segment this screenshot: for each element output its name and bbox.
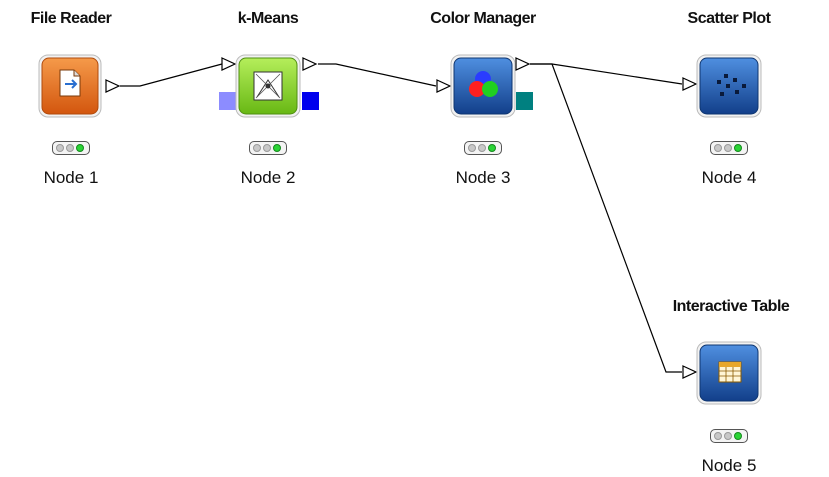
file-reader-icon [59,69,81,97]
status-green-light [273,144,281,152]
status-traffic-light [710,141,748,155]
ports [105,57,698,379]
node-label: Node 5 [701,456,757,475]
node3-output-port[interactable] [515,57,531,71]
node3-input-port[interactable] [436,79,452,93]
node-title: k-Means [237,10,299,27]
node1-output-port[interactable] [105,79,121,93]
node-interactive-table[interactable] [696,341,762,405]
status-traffic-light [52,141,90,155]
node-label: Node 4 [701,168,757,187]
connection-node2-node3[interactable] [318,63,437,87]
node2-input-port[interactable] [221,57,237,71]
node-color-manager[interactable] [450,54,516,118]
scatter-plot-icon [717,74,746,96]
node-title: File Reader [30,10,112,27]
interactive-table-icon [718,361,742,383]
node-label: Node 3 [455,168,511,187]
node-file-reader[interactable] [38,54,102,118]
node-title: Color Manager [430,10,536,27]
node4-input-port[interactable] [682,77,698,91]
connections [120,63,683,373]
color-manager-icon [469,71,498,97]
node-title: Scatter Plot [687,10,771,27]
status-green-light [734,432,742,440]
status-green-light [488,144,496,152]
status-green-light [734,144,742,152]
node-label: Node 2 [240,168,296,187]
node-label: Node 1 [43,168,99,187]
k-means-icon [253,71,283,101]
node2-model-output-port[interactable] [302,92,319,110]
status-green-light [76,144,84,152]
node-title: Interactive Table [672,298,790,315]
connection-node1-node2[interactable] [120,63,223,87]
node-scatter-plot[interactable] [696,54,762,118]
connection-node3-node5[interactable] [530,63,682,373]
status-traffic-light [710,429,748,443]
node2-model-input-port[interactable] [219,92,237,110]
node2-output-port[interactable] [302,57,318,71]
status-traffic-light [464,141,502,155]
node5-input-port[interactable] [682,365,698,379]
node3-color-model-port[interactable] [516,92,533,110]
node-k-means[interactable] [235,54,301,118]
status-traffic-light [249,141,287,155]
